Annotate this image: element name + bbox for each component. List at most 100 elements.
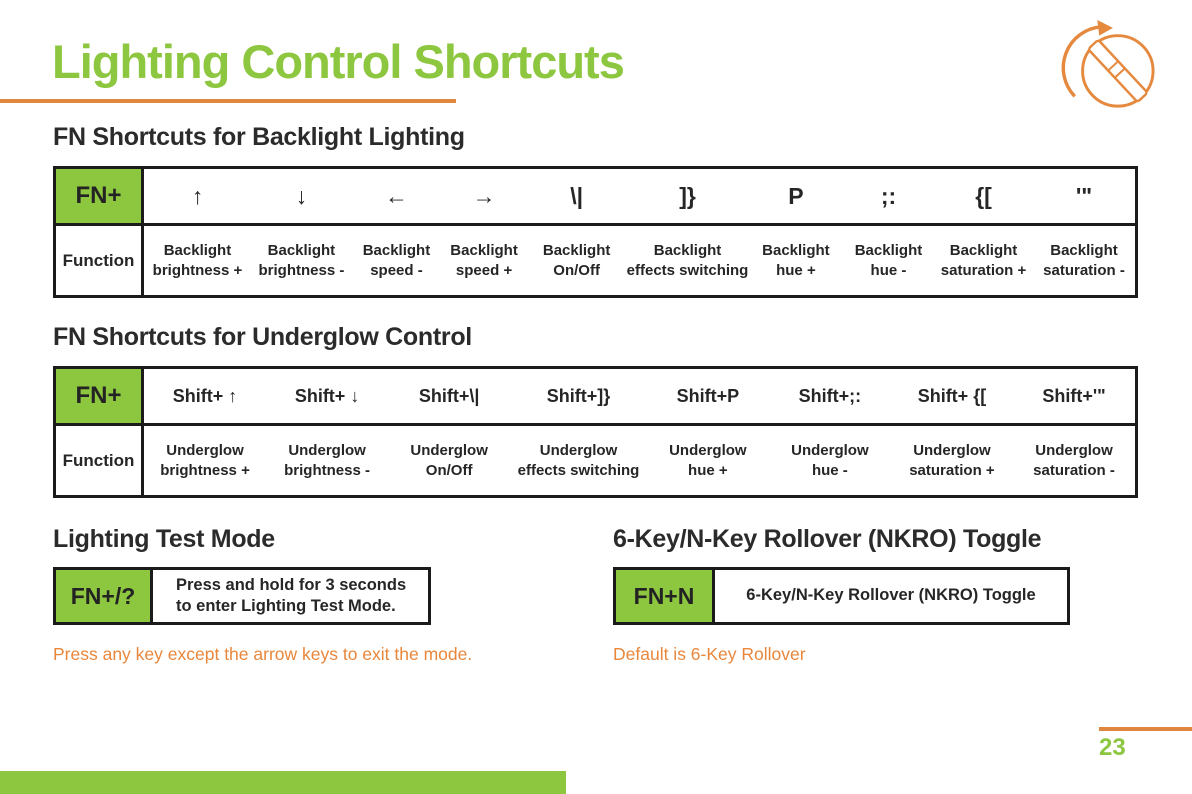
backlight-keys-row: FN+ ↑ ↓ ← → \| ]} P ;: {[ '": [56, 169, 1135, 223]
key-cell: ]}: [626, 169, 749, 223]
key-cell: Shift+ ↓: [266, 369, 388, 423]
function-line1: Underglow: [791, 442, 869, 459]
backlight-shortcut-table: FN+ ↑ ↓ ← → \| ]} P ;: {[ '" Function Ba…: [53, 166, 1138, 298]
key-cell: ↑: [144, 169, 251, 223]
key-cell: \|: [527, 169, 626, 223]
function-line1: Backlight: [653, 242, 722, 259]
test-mode-keycap: FN+/?: [56, 570, 153, 622]
nkro-keycap: FN+N: [616, 570, 715, 622]
key-cell: Shift+]}: [510, 369, 647, 423]
function-line2: brightness -: [258, 261, 345, 279]
key-symbol: →: [472, 182, 496, 209]
nkro-note: Default is 6-Key Rollover: [613, 644, 806, 664]
key-cell: ←: [352, 169, 441, 223]
page-title: Lighting Control Shortcuts: [52, 35, 625, 88]
key-symbol: P: [788, 182, 804, 209]
key-cell: '": [1033, 169, 1135, 223]
function-cell: Backlight brightness +: [144, 226, 251, 295]
function-label-cell: Function: [56, 226, 144, 295]
function-line2: effects switching: [626, 261, 749, 279]
key-symbol: Shift+ ↓: [294, 385, 360, 406]
key-cell: Shift+ {[: [891, 369, 1013, 423]
function-line1: Underglow: [410, 442, 488, 459]
test-mode-description: Press and hold for 3 seconds to enter Li…: [153, 570, 428, 622]
function-line2: speed +: [455, 261, 513, 279]
key-symbol: Shift+P: [676, 385, 740, 406]
underglow-keys-row: FN+ Shift+ ↑ Shift+ ↓ Shift+\| Shift+]} …: [56, 369, 1135, 423]
backlight-functions-row: Function Backlight brightness + Backlight…: [56, 223, 1135, 295]
key-symbol: Shift+\|: [418, 385, 480, 406]
key-symbol: ;:: [880, 182, 897, 209]
description-line1: 6-Key/N-Key Rollover (NKRO) Toggle: [746, 586, 1036, 605]
function-line2: brightness +: [160, 461, 250, 479]
function-line1: Underglow: [288, 442, 366, 459]
function-line2: hue +: [688, 461, 728, 479]
function-line2: hue -: [870, 261, 907, 279]
function-cell: Underglow hue +: [647, 426, 769, 495]
key-symbol: Shift+;:: [798, 385, 862, 406]
key-symbol: ]}: [679, 182, 696, 209]
function-cell: Backlight speed -: [352, 226, 441, 295]
function-cell: Underglow saturation +: [891, 426, 1013, 495]
fn-key-cell: FN+: [56, 369, 144, 423]
nkro-keybox: FN+N 6-Key/N-Key Rollover (NKRO) Toggle: [613, 567, 1070, 625]
function-line1: Underglow: [669, 442, 747, 459]
key-symbol: ←: [384, 182, 408, 209]
function-line1: Underglow: [913, 442, 991, 459]
function-cell: Backlight saturation +: [934, 226, 1033, 295]
function-label-cell: Function: [56, 426, 144, 495]
key-cell: Shift+'": [1013, 369, 1135, 423]
function-line1: Backlight: [362, 242, 431, 259]
description-line2: to enter Lighting Test Mode.: [176, 597, 396, 615]
key-cell: →: [441, 169, 527, 223]
page-number-rule: [1099, 727, 1192, 731]
function-line2: saturation +: [909, 461, 995, 479]
function-line1: Backlight: [949, 242, 1018, 259]
function-cell: Backlight saturation -: [1033, 226, 1135, 295]
key-cell: P: [749, 169, 843, 223]
function-line1: Underglow: [539, 442, 618, 459]
key-symbol: ↑: [191, 182, 204, 209]
function-line1: Backlight: [163, 242, 232, 259]
function-line2: hue +: [776, 261, 816, 279]
key-cell: Shift+ ↑: [144, 369, 266, 423]
page-number: 23: [1099, 734, 1126, 761]
page-number-block: 23: [1099, 727, 1192, 762]
function-line2: saturation -: [1043, 261, 1125, 279]
function-line1: Backlight: [267, 242, 336, 259]
test-mode-note: Press any key except the arrow keys to e…: [53, 644, 473, 664]
key-symbol: Shift+ ↑: [172, 385, 238, 406]
function-line2: speed -: [370, 261, 423, 279]
function-line2: On/Off: [425, 461, 473, 479]
function-line1: Backlight: [762, 242, 830, 259]
test-mode-keybox: FN+/? Press and hold for 3 seconds to en…: [53, 567, 431, 625]
test-mode-heading: Lighting Test Mode: [53, 525, 275, 553]
function-line1: Underglow: [1035, 442, 1113, 459]
function-cell: Backlight hue +: [749, 226, 843, 295]
key-cell: ↓: [251, 169, 352, 223]
description-line1: Press and hold for 3 seconds: [176, 575, 407, 594]
function-line1: Backlight: [1050, 242, 1118, 259]
function-line2: saturation +: [940, 261, 1027, 279]
function-cell: Backlight brightness -: [251, 226, 352, 295]
key-symbol: '": [1075, 182, 1093, 209]
function-cell: Backlight effects switching: [626, 226, 749, 295]
key-symbol: ↓: [295, 182, 308, 209]
function-line1: Backlight: [854, 242, 923, 259]
function-line2: brightness +: [152, 261, 243, 279]
key-symbol: Shift+ {[: [917, 385, 987, 406]
title-underline: [0, 99, 456, 103]
key-symbol: Shift+'": [1042, 385, 1106, 406]
key-cell: Shift+P: [647, 369, 769, 423]
nkro-heading: 6-Key/N-Key Rollover (NKRO) Toggle: [613, 525, 1042, 553]
key-cell: Shift+;:: [769, 369, 891, 423]
